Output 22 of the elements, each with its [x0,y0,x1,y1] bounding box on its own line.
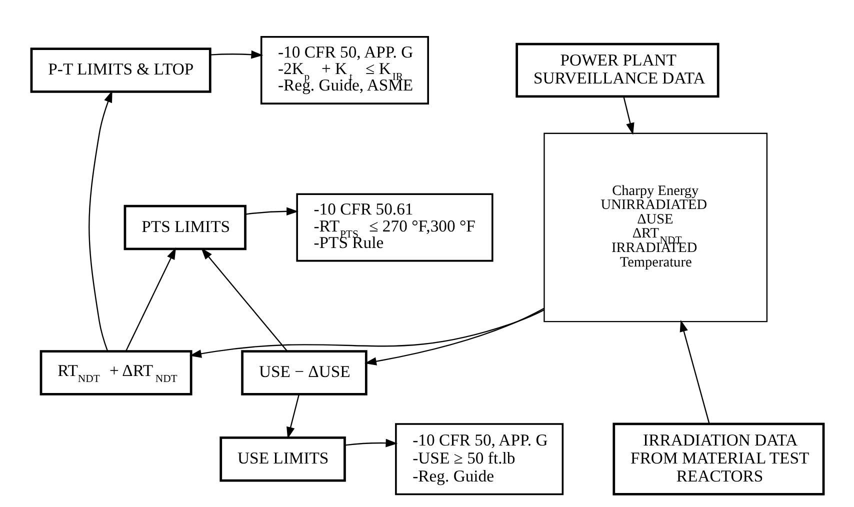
arrow [124,246,176,351]
arrow [679,319,710,424]
node-box: -10 CFR 50, APP. G -USE ≥ 50 ft.lb -Reg. Guide [394,422,564,495]
arrow [200,247,288,351]
arrow [364,307,544,365]
node-box: USE LIMITS [219,436,346,482]
arrow [622,96,634,134]
node-box: -10 CFR 50, APP. G -2K$_{p}$ + K$_{t}$ ≤ K$_{IR}$ -Reg. Guide, ASME [260,35,428,104]
node-box: USE − ΔUSE [240,350,367,395]
node-box: IRRADIATION DATA FROM MATERIAL TEST REACTORS [612,422,824,495]
arrow [244,206,298,216]
arrow [286,394,300,438]
arrow [88,90,112,351]
arrow [210,50,263,58]
node-box: PTS LIMITS [123,204,246,250]
node-box: Charpy Energy UNIRRADIATED ΔUSE ΔRT$_{NDT}$ IRRADIATED Temperature [543,132,768,322]
node-box: -10 CFR 50.61 -RT$_{PTS}$ ≤ 270 °F,300 °F -PTS Rule [296,192,493,262]
arrow [344,438,398,447]
node-box: POWER PLANT SURVEILLANCE DATA [515,42,719,98]
arrow [189,308,544,358]
node-box: RT$_{NDT}$ + ΔRT$_{NDT}$ [39,350,192,395]
node-box: P-T LIMITS & LTOP [30,47,211,92]
